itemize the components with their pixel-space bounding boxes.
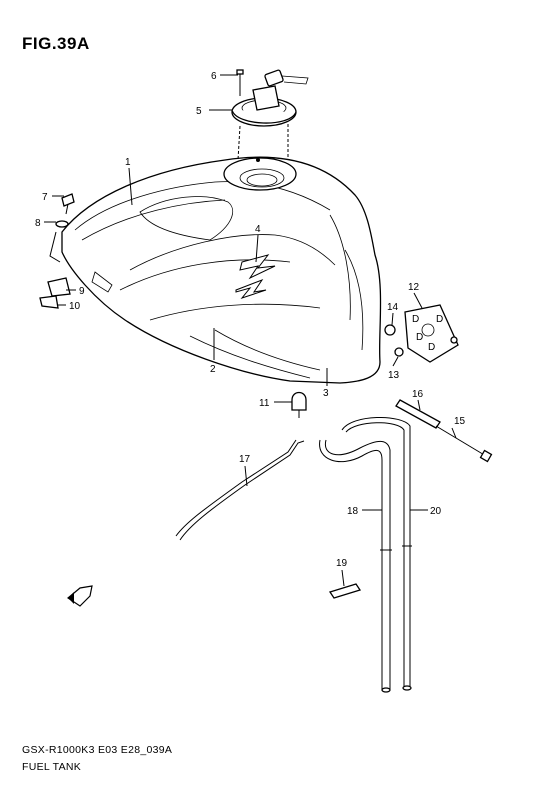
model-code: GSX-R1000K3 E03 E28_039A [22,744,173,756]
callout-10: 10 [69,301,81,312]
svg-text:D: D [416,332,423,343]
svg-text:D: D [428,342,435,353]
callout-2: 2 [210,364,216,375]
callout-8: 8 [35,218,41,229]
fuel-tank [61,156,382,384]
callout-1: 1 [125,157,131,168]
callout-4: 4 [255,224,261,235]
callout-16: 16 [412,389,424,400]
callout-6: 6 [211,71,217,82]
callout-13: 13 [388,370,400,381]
callout-14: 14 [387,302,399,313]
rubber-cushion [291,391,307,418]
callout-7: 7 [42,192,48,203]
callout-labels: 1 2 3 4 5 6 7 8 9 10 11 12 13 14 15 16 1… [35,71,466,569]
section-name: FUEL TANK [22,761,82,773]
breather-hoses [319,417,412,693]
callout-9: 9 [79,286,85,297]
callout-20: 20 [430,506,442,517]
callout-5: 5 [196,106,202,117]
callout-17: 17 [239,454,251,465]
callout-3: 3 [323,388,329,399]
figure-title: FIG.39A [22,34,90,53]
callout-11: 11 [259,398,270,409]
tank-bracket: D D D D [384,304,459,363]
callout-12: 12 [408,282,420,293]
callout-15: 15 [454,416,466,427]
leader-lines [44,74,457,587]
svg-text:D: D [436,314,443,325]
forward-direction-arrow-icon [66,585,93,607]
hose-clamp [328,583,362,599]
pivot-bolt [395,399,493,463]
drain-hose [175,439,305,541]
callout-18: 18 [347,506,359,517]
svg-text:D: D [412,314,419,325]
callout-19: 19 [336,558,348,569]
fuel-cap-assembly [231,69,309,161]
left-mount-hardware [39,193,75,309]
